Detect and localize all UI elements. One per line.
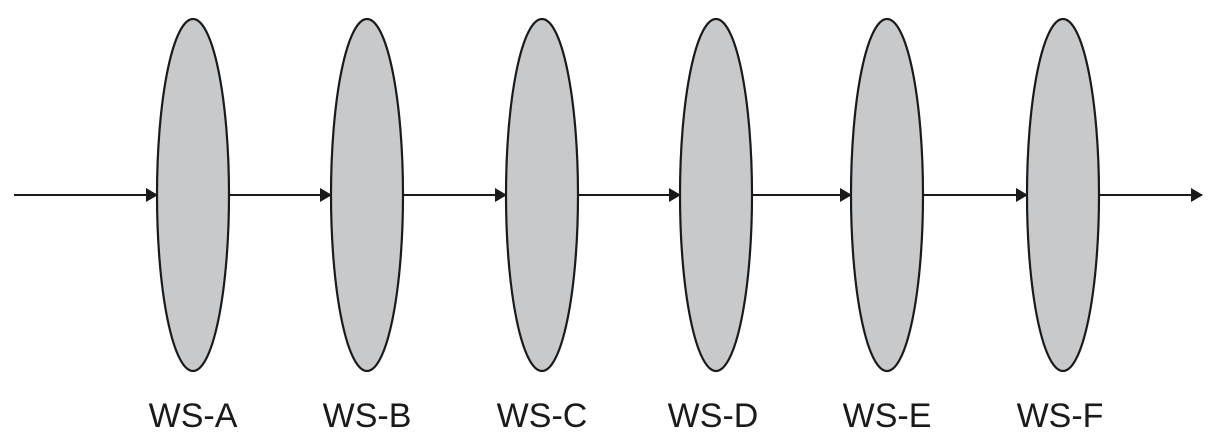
workstation-label-c: WS-C <box>496 397 588 435</box>
workstation-node-b <box>329 17 405 373</box>
workstation-label-d: WS-D <box>667 397 759 435</box>
workstation-node-e <box>849 17 925 373</box>
workstation-label-f: WS-F <box>1016 397 1104 435</box>
workstation-label-a: WS-A <box>148 397 238 435</box>
workstation-node-c <box>504 17 580 373</box>
workstation-label-b: WS-B <box>322 397 412 435</box>
workstation-label-e: WS-E <box>842 397 932 435</box>
workstation-node-f <box>1025 17 1101 373</box>
workstation-node-a <box>155 17 231 373</box>
workstation-node-d <box>678 17 754 373</box>
